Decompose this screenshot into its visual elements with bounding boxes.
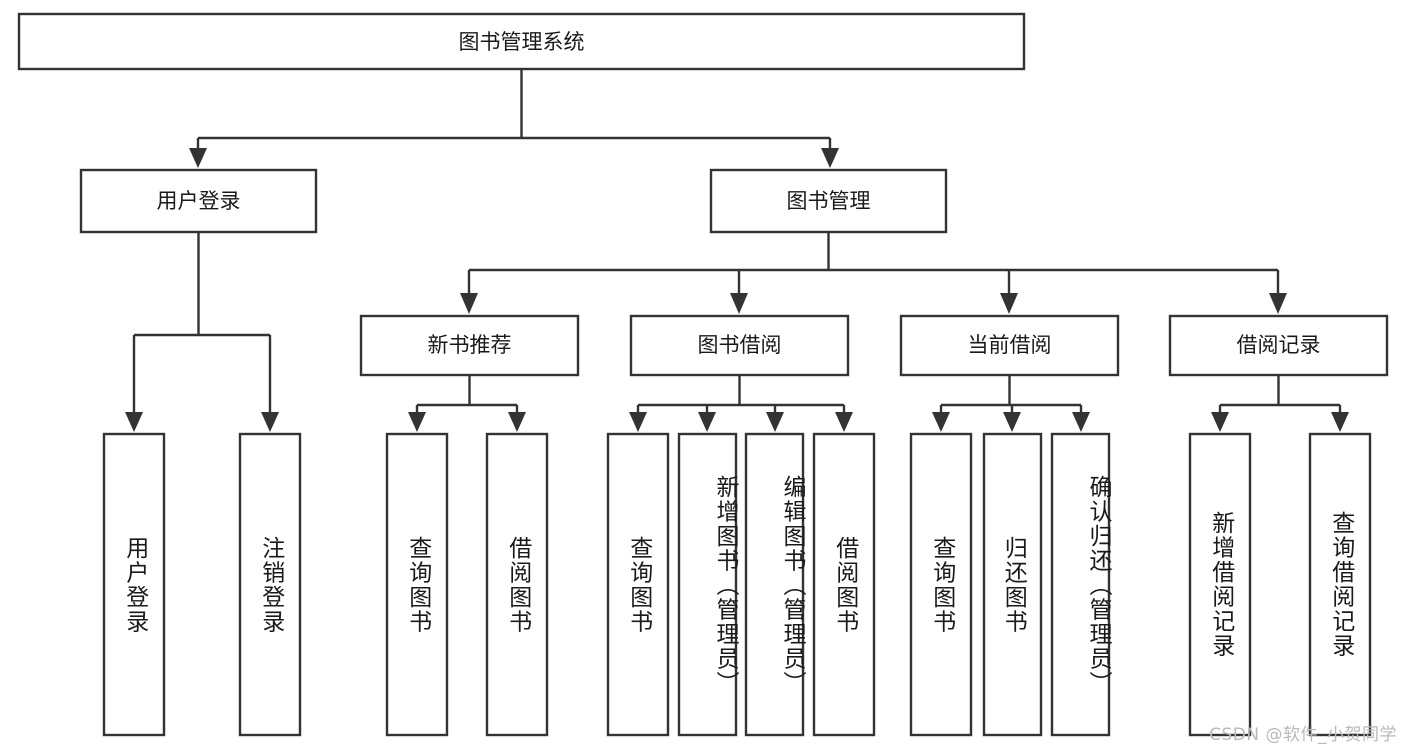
new-book-recommend-label: 新书推荐	[428, 333, 512, 357]
leaf-box-query-book-1[interactable]	[385, 432, 449, 737]
leaf-box-add-book[interactable]	[677, 432, 738, 737]
leaf-box-confirm-return[interactable]	[1050, 432, 1111, 737]
connector-borrow-record-to-leaves	[1211, 375, 1349, 432]
leaf-box-return-book[interactable]	[982, 432, 1043, 737]
node-root[interactable]: 图书管理系统	[17, 12, 1026, 71]
leaf-box-query-book-3[interactable]	[909, 432, 973, 737]
connector-root-to-level2	[189, 69, 839, 168]
csdn-watermark: CSDN @软件_小贺同学	[1209, 725, 1397, 745]
connector-user-login-to-leaves	[125, 232, 279, 432]
node-new-book-recommend[interactable]: 新书推荐	[359, 314, 580, 377]
node-current-borrow[interactable]: 当前借阅	[899, 314, 1120, 377]
new-book-recommend-box	[359, 314, 580, 377]
connector-new-book-recommend-to-leaves	[408, 375, 526, 432]
node-borrow-record[interactable]: 借阅记录	[1168, 314, 1389, 377]
book-manage-label: 图书管理	[787, 189, 871, 213]
leaf-box-borrow-book-2[interactable]	[812, 432, 876, 737]
leaf-box-edit-book[interactable]	[744, 432, 805, 737]
user-login-label: 用户登录	[157, 189, 241, 213]
leaf-box-query-book-2[interactable]	[606, 432, 670, 737]
connector-book-borrow-to-leaves	[629, 375, 853, 432]
leaf-box-query-record[interactable]	[1308, 432, 1372, 737]
current-borrow-label: 当前借阅	[968, 333, 1052, 357]
root-box	[17, 12, 1026, 71]
leaf-boxes-group	[102, 432, 1372, 737]
connector-book-manage-to-level3	[460, 232, 1287, 314]
leaf-box-borrow-book-1[interactable]	[485, 432, 549, 737]
user-login-box	[79, 168, 318, 234]
node-book-manage[interactable]: 图书管理	[709, 168, 948, 234]
current-borrow-box	[899, 314, 1120, 377]
leaf-box-user-login[interactable]	[102, 432, 166, 737]
node-book-borrow[interactable]: 图书借阅	[629, 314, 850, 377]
root-label: 图书管理系统	[459, 30, 585, 54]
borrow-record-label: 借阅记录	[1237, 333, 1321, 357]
connector-current-borrow-to-leaves	[932, 375, 1090, 432]
leaf-box-logout[interactable]	[238, 432, 302, 737]
leaf-box-add-record[interactable]	[1188, 432, 1252, 737]
node-user-login[interactable]: 用户登录	[79, 168, 318, 234]
book-borrow-label: 图书借阅	[698, 333, 782, 357]
